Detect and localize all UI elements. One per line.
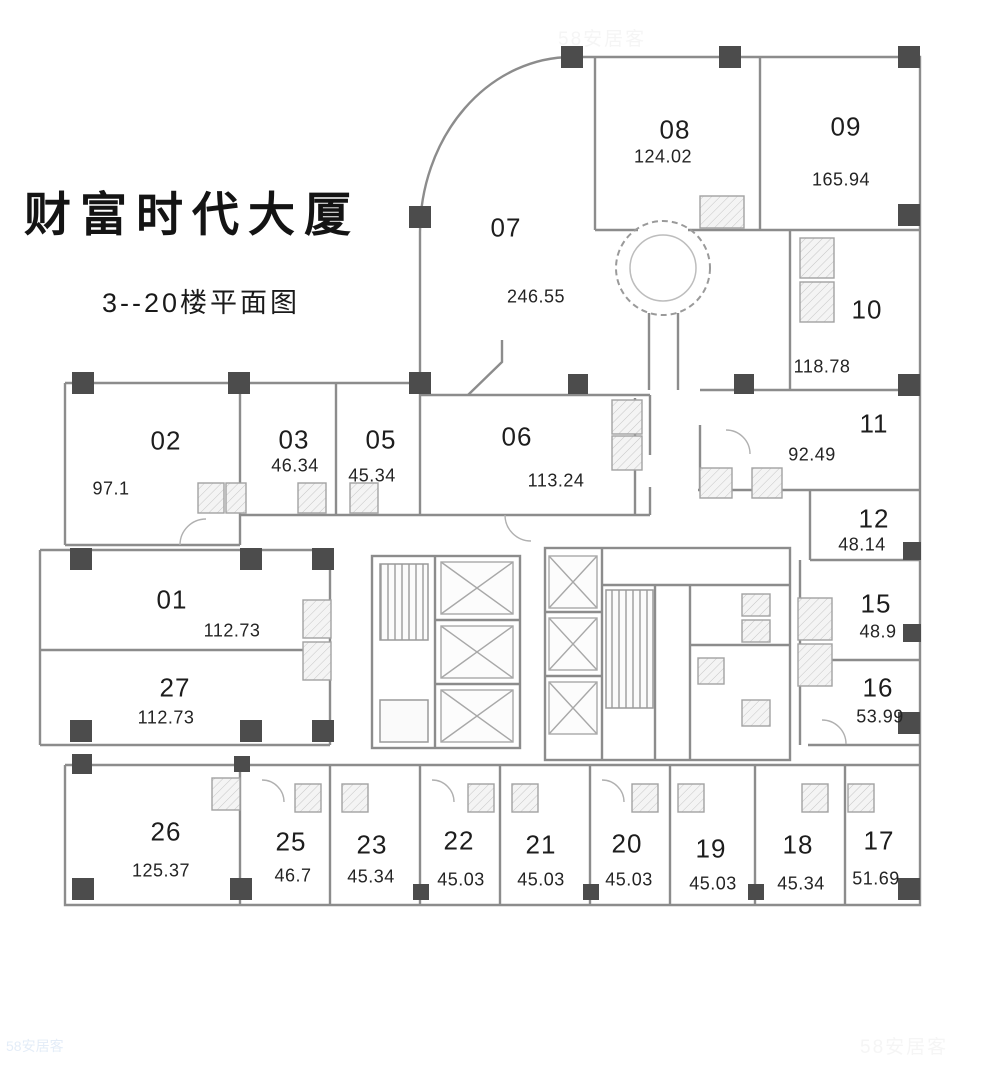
room-09-area: 165.94 (811, 169, 871, 190)
room-21-area: 45.03 (517, 869, 565, 890)
room-21-number: 21 (525, 829, 557, 860)
room-22-area: 45.03 (437, 869, 485, 890)
room-17-number: 17 (863, 825, 895, 856)
room-11-area: 92.49 (788, 444, 836, 465)
room-08-number: 08 (659, 114, 691, 145)
room-20-area: 45.03 (605, 869, 653, 890)
room-07-area: 246.55 (506, 286, 566, 307)
room-19-area: 45.03 (689, 873, 737, 894)
room-25-area: 46.7 (274, 865, 312, 886)
room-06-number: 06 (501, 421, 533, 452)
room-23-area: 45.34 (347, 866, 395, 887)
room-12-area: 48.14 (838, 534, 886, 555)
room-15-area: 48.9 (859, 621, 897, 642)
stairs (379, 563, 654, 743)
room-10-area: 118.78 (793, 356, 851, 377)
room-03-number: 03 (278, 424, 310, 455)
watermark-top: 58安居客 (558, 29, 647, 50)
room-18-area: 45.34 (777, 873, 825, 894)
page-title: 财富时代大厦 (24, 188, 360, 241)
room-05-area: 45.34 (348, 465, 396, 486)
room-02-area: 97.1 (92, 478, 130, 499)
door-arcs (179, 429, 847, 803)
room-02-number: 02 (150, 425, 182, 456)
room-26-number: 26 (150, 816, 182, 847)
watermark-logo: 58安居客 (6, 1038, 64, 1054)
room-25-number: 25 (275, 826, 307, 857)
room-08-area: 124.02 (633, 146, 693, 167)
room-20-number: 20 (611, 828, 643, 859)
fixtures (197, 195, 875, 813)
room-01-number: 01 (156, 584, 188, 615)
room-18-number: 18 (782, 829, 814, 860)
room-16-area: 53.99 (856, 706, 904, 727)
room-23-number: 23 (356, 829, 388, 860)
walls (38, 55, 922, 907)
room-06-area: 113.24 (527, 470, 585, 491)
room-19-number: 19 (695, 833, 727, 864)
room-10-number: 10 (851, 294, 883, 325)
room-27-area: 112.73 (137, 707, 195, 728)
columns (70, 46, 921, 900)
room-12-number: 12 (858, 503, 890, 534)
atrium-circle (615, 220, 711, 316)
room-01-area: 112.73 (203, 620, 261, 641)
room-07-number: 07 (490, 212, 522, 243)
room-09-number: 09 (830, 111, 862, 142)
room-26-area: 125.37 (131, 860, 191, 881)
room-16-number: 16 (862, 672, 894, 703)
room-15-number: 15 (860, 588, 892, 619)
room-22-number: 22 (443, 825, 475, 856)
room-03-area: 46.34 (271, 455, 319, 476)
watermark-bottom: 58安居客 (860, 1037, 949, 1058)
room-05-number: 05 (365, 424, 397, 455)
room-11-number: 11 (859, 408, 889, 439)
elevators (440, 555, 598, 743)
room-17-area: 51.69 (852, 868, 900, 889)
page-subtitle: 3--20楼平面图 (102, 288, 301, 318)
room-27-number: 27 (159, 672, 191, 703)
